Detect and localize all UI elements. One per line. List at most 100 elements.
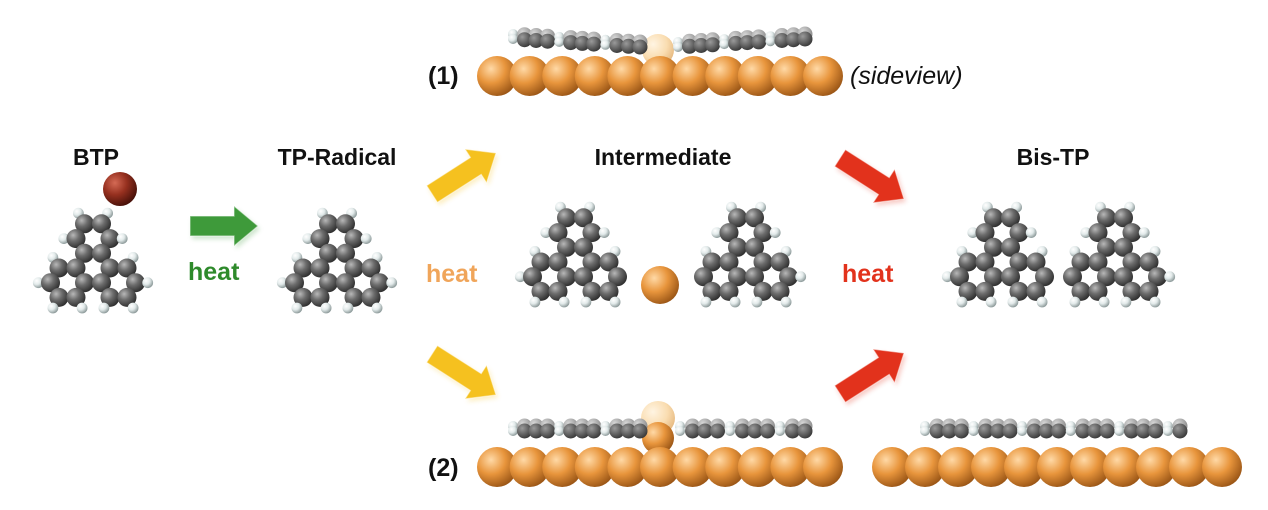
- copper-surface-atom: [509, 56, 550, 96]
- carbon-atom: [710, 423, 725, 439]
- carbon-atom: [1009, 252, 1029, 272]
- carbon-atom: [41, 273, 60, 293]
- hydrogen-atom: [1065, 426, 1076, 436]
- carbon-atom: [739, 35, 755, 51]
- carbon-atom: [608, 267, 627, 287]
- hydrogen-atom: [98, 302, 110, 314]
- hydrogen-atom: [775, 426, 785, 436]
- carbon-atom: [753, 223, 773, 243]
- label-sideview: (sideview): [850, 62, 963, 90]
- heat-arrow-yellow-up: [425, 148, 497, 204]
- bis-tp-molecule: [941, 201, 1176, 308]
- carbon-atom: [1097, 237, 1116, 257]
- carbon-atom: [361, 287, 381, 307]
- hydrogen-atom: [116, 233, 128, 245]
- carbon-atom: [728, 237, 747, 257]
- label-path-2: (2): [428, 454, 459, 482]
- hydrogen-atom: [675, 426, 685, 436]
- carbon-atom: [599, 252, 619, 272]
- carbon-atom: [528, 33, 544, 48]
- hydrogen-atom: [276, 277, 288, 289]
- hydrogen-atom: [360, 233, 372, 245]
- carbon-atom: [1099, 423, 1115, 439]
- carbon-atom: [953, 423, 969, 439]
- carbon-atom: [1097, 267, 1116, 287]
- carbon-atom: [632, 423, 648, 439]
- copper-surface-atom: [509, 447, 550, 487]
- hydrogen-atom: [1069, 296, 1081, 308]
- carbon-atom: [1088, 281, 1108, 301]
- carbon-atom: [285, 273, 304, 293]
- copper-surface-atom: [1070, 447, 1110, 487]
- copper-surface-atom: [640, 447, 680, 487]
- hydrogen-atom: [967, 227, 979, 239]
- carbon-atom: [310, 287, 330, 307]
- carbon-atom: [49, 258, 69, 278]
- carbon-atom: [950, 267, 969, 287]
- carbon-atom: [582, 281, 602, 301]
- carbon-atom: [990, 423, 1006, 439]
- carbon-atom: [1035, 267, 1054, 287]
- hydrogen-atom: [127, 302, 139, 314]
- carbon-atom: [1001, 237, 1020, 257]
- hydrogen-atom: [751, 296, 763, 308]
- carbon-atom: [574, 237, 593, 257]
- carbon-atom: [117, 287, 137, 307]
- copper-surface-atom: [1004, 447, 1044, 487]
- carbon-atom: [336, 243, 355, 263]
- carbon-atom: [609, 423, 625, 439]
- carbon-atom: [786, 32, 801, 48]
- hydrogen-atom: [47, 302, 59, 314]
- copper-surface-atom: [737, 447, 778, 487]
- carbon-atom: [540, 33, 556, 49]
- hydrogen-atom: [558, 296, 570, 308]
- copper-surface-atom: [542, 56, 583, 96]
- hydrogen-atom: [711, 227, 723, 239]
- copper-surface-atom: [672, 56, 713, 96]
- carbon-atom: [728, 35, 744, 51]
- copper-adatom: [641, 266, 679, 304]
- copper-surface-atom: [803, 447, 843, 487]
- carbon-atom: [100, 258, 120, 278]
- hydrogen-atom: [968, 426, 979, 436]
- carbon-atom: [1122, 281, 1142, 301]
- copper-surface-atom: [938, 447, 978, 487]
- carbon-atom: [1009, 281, 1029, 301]
- hydrogen-atom: [985, 296, 997, 308]
- carbon-atom: [1009, 223, 1029, 243]
- carbon-atom: [719, 281, 739, 301]
- carbon-atom: [66, 258, 86, 278]
- carbon-atom: [344, 287, 364, 307]
- carbon-atom: [1026, 281, 1046, 301]
- carbon-atom: [745, 208, 764, 228]
- carbon-atom: [1038, 423, 1054, 439]
- hydrogen-atom: [1017, 426, 1028, 436]
- carbon-atom: [1002, 423, 1018, 439]
- carbon-atom: [728, 208, 747, 228]
- carbon-atom: [1114, 267, 1133, 287]
- carbon-atom: [557, 237, 576, 257]
- carbon-atom: [563, 35, 579, 51]
- carbon-atom: [719, 223, 739, 243]
- carbon-atom: [557, 267, 576, 287]
- carbon-atom: [1114, 208, 1133, 228]
- carbon-atom: [929, 423, 945, 439]
- carbon-atom: [753, 252, 773, 272]
- carbon-atom: [1172, 423, 1188, 439]
- carbon-atom: [779, 267, 798, 287]
- carbon-atom: [528, 423, 544, 439]
- hydrogen-atom: [780, 296, 792, 308]
- copper-surface-atom: [770, 56, 811, 96]
- carbon-atom: [1026, 423, 1042, 439]
- carbon-atom: [523, 267, 542, 287]
- carbon-atom: [517, 423, 532, 439]
- hydrogen-atom: [320, 302, 332, 314]
- intermediate-molecule: [514, 201, 807, 308]
- carbon-atom: [984, 208, 1003, 228]
- carbon-atom: [694, 267, 713, 287]
- carbon-atom: [370, 273, 389, 293]
- carbon-atom: [1139, 281, 1159, 301]
- copper-surface-atom: [803, 56, 843, 96]
- carbon-atom: [958, 281, 978, 301]
- carbon-atom: [609, 38, 625, 53]
